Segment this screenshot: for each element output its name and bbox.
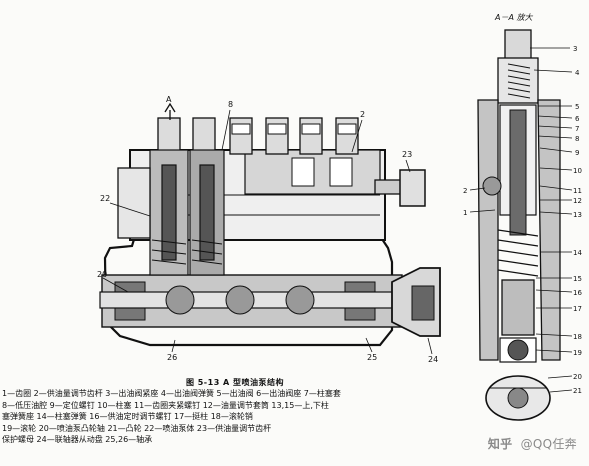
caption-title: 图 5-13 A 型喷油泵结构 xyxy=(185,378,285,387)
section-label-16: 16 xyxy=(573,289,582,297)
main-label-26: 26 xyxy=(167,353,177,362)
section-label-18: 18 xyxy=(573,333,582,341)
section-label-20: 20 xyxy=(573,373,582,381)
section-label-10: 10 xyxy=(573,167,582,175)
section-label-7: 7 xyxy=(575,125,579,133)
section-label-3: 3 xyxy=(573,45,577,53)
caption-line: 1—齿圈 2—供油量调节齿杆 3—出油阀紧座 4—出油阀弹簧 5—出油阀 6—出… xyxy=(2,389,341,399)
main-label-22: 22 xyxy=(100,194,110,203)
section-label-8: 8 xyxy=(575,135,579,143)
section-view xyxy=(477,29,561,421)
section-label-2: 2 xyxy=(463,187,467,195)
section-labels: 3 4 5 6 7 8 9 10 2 11 1 12 13 14 15 16 1… xyxy=(463,45,582,395)
main-label-24: 24 xyxy=(428,355,438,364)
section-leader-lines xyxy=(469,47,573,393)
caption-line: 保护螺母 24—联轴器从动盘 25,26—轴承 xyxy=(2,435,153,445)
section-label-19: 19 xyxy=(573,349,582,357)
main-leader-lines xyxy=(102,109,433,355)
section-label-12: 12 xyxy=(573,197,582,205)
watermark-site: 知乎 xyxy=(487,437,513,451)
watermark-user: @QQ任奔 xyxy=(520,437,577,451)
section-label-21: 21 xyxy=(573,387,582,395)
section-view-title: A－A 放大 xyxy=(494,13,533,22)
caption-line: 塞弹簧座 14—柱塞弹簧 16—供油定时调节螺钉 17—挺柱 18—滚轮销 xyxy=(2,412,253,422)
section-label-11: 11 xyxy=(573,187,582,195)
main-label-2: 2 xyxy=(360,110,365,119)
main-label-20: 20 xyxy=(97,270,107,279)
section-label-6: 6 xyxy=(575,115,580,123)
main-pump-view xyxy=(99,102,441,347)
main-label-23: 23 xyxy=(402,150,412,159)
section-label-4: 4 xyxy=(575,69,580,77)
section-label-17: 17 xyxy=(573,305,582,313)
figure-caption: 图 5-13 A 型喷油泵结构 1—齿圈 2—供油量调节齿杆 3—出油阀紧座 4… xyxy=(0,377,470,445)
section-label-14: 14 xyxy=(573,249,582,257)
main-labels: 8 2 23 22 20 26 25 24 A xyxy=(97,95,438,364)
main-label-25: 25 xyxy=(367,353,377,362)
watermark: 知乎 @QQ任奔 xyxy=(488,435,577,452)
caption-line: 8—低压油腔 9—定位螺钉 10—柱塞 11—齿圈夹紧螺钉 12—油量调节套筒 … xyxy=(2,400,329,410)
section-mark-a: A xyxy=(166,95,172,104)
section-label-9: 9 xyxy=(575,149,579,157)
caption-line: 19—滚轮 20—喷油泵凸轮轴 21—凸轮 22—喷油泵体 23—供油量调节齿杆 xyxy=(2,423,272,433)
section-label-5: 5 xyxy=(575,103,579,111)
main-label-8: 8 xyxy=(228,100,233,109)
section-label-15: 15 xyxy=(573,275,582,283)
section-label-13: 13 xyxy=(573,211,582,219)
section-label-1: 1 xyxy=(463,209,467,217)
